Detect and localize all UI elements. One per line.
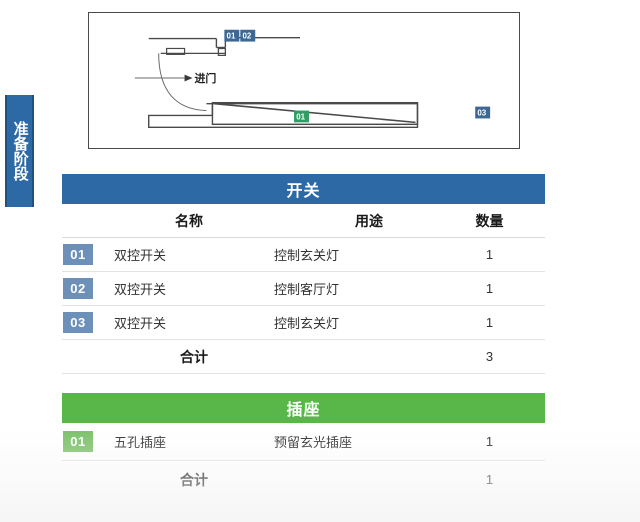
switch-total-label: 合计 <box>180 348 208 365</box>
plan-switch-symbol <box>166 47 186 55</box>
row-index-badge: 02 <box>63 278 93 299</box>
diagram-badge-01-rect <box>224 29 240 42</box>
stage-tab-label: 准备阶段 <box>11 121 29 181</box>
row-qty-cell: 1 <box>485 281 494 296</box>
stage-tab: 准备阶段 <box>5 95 34 207</box>
row-name-cell: 五孔插座 <box>114 435 167 450</box>
plan-door-swing-arc <box>158 53 207 112</box>
row-use-cell: 控制玄关灯 <box>274 248 340 263</box>
row-qty-cell: 1 <box>485 315 494 330</box>
floor-plan-diagram: 进门 01 02 03 01 <box>88 12 520 149</box>
section-socket-title: 插座 <box>286 402 321 419</box>
table-row: 03 双控开关 控制玄关灯 1 <box>62 306 545 340</box>
diagram-badge-green-01-rect <box>294 110 309 123</box>
section-socket-title-bar: 插座 <box>62 393 545 423</box>
diagram-badge-02-label: 02 <box>242 32 251 41</box>
switch-total-qty: 3 <box>485 349 494 364</box>
switch-total-row: 合计 3 <box>62 340 545 374</box>
diagram-badge-01-label: 01 <box>227 32 236 41</box>
row-name-cell: 双控开关 <box>114 282 167 297</box>
section-switch: 开关 名称 用途 数量 01 双控开关 控制玄关灯 1 02 双控开关 控制客厅… <box>62 174 545 374</box>
col-head-name: 名称 <box>175 212 203 229</box>
table-row: 02 双控开关 控制客厅灯 1 <box>62 272 545 306</box>
row-use-cell: 控制玄关灯 <box>274 316 340 331</box>
col-head-use: 用途 <box>355 212 383 229</box>
socket-total-qty: 1 <box>485 472 494 487</box>
plan-entry-arrow-head <box>184 74 193 82</box>
row-qty-cell: 1 <box>485 247 494 262</box>
table-row: 01 五孔插座 预留玄光插座 1 <box>62 423 545 461</box>
diagram-badge-02-rect <box>240 29 256 42</box>
row-index-cell: 01 <box>62 244 104 265</box>
row-index-badge: 01 <box>63 244 93 265</box>
col-head-qty: 数量 <box>475 212 504 229</box>
section-switch-title: 开关 <box>286 183 321 200</box>
socket-total-row: 合计 1 <box>62 461 545 498</box>
diagram-badge-03-label: 03 <box>477 109 486 118</box>
socket-total-label: 合计 <box>180 471 208 488</box>
row-index-cell: 02 <box>62 278 104 299</box>
switch-column-headers: 名称 用途 数量 <box>62 204 545 238</box>
section-socket: 插座 01 五孔插座 预留玄光插座 1 合计 1 <box>62 393 545 498</box>
row-use-cell: 控制客厅灯 <box>274 282 340 297</box>
row-index-badge: 01 <box>63 431 93 452</box>
row-name-cell: 双控开关 <box>114 248 167 263</box>
section-switch-title-bar: 开关 <box>62 174 545 204</box>
row-name-cell: 双控开关 <box>114 316 167 331</box>
row-index-cell: 03 <box>62 312 104 333</box>
row-index-cell: 01 <box>62 431 104 452</box>
plan-door-hinge-block <box>217 47 227 57</box>
plan-hallway-diagonal <box>214 102 416 124</box>
row-index-badge: 03 <box>63 312 93 333</box>
table-row: 01 双控开关 控制玄关灯 1 <box>62 238 545 272</box>
diagram-badge-green-01-label: 01 <box>296 112 305 121</box>
row-use-cell: 预留玄光插座 <box>274 435 353 450</box>
plan-entry-label: 进门 <box>195 71 217 85</box>
row-qty-cell: 1 <box>485 434 494 449</box>
diagram-badge-03-rect <box>475 106 491 119</box>
floor-plan-svg: 进门 01 02 03 01 <box>134 29 491 128</box>
